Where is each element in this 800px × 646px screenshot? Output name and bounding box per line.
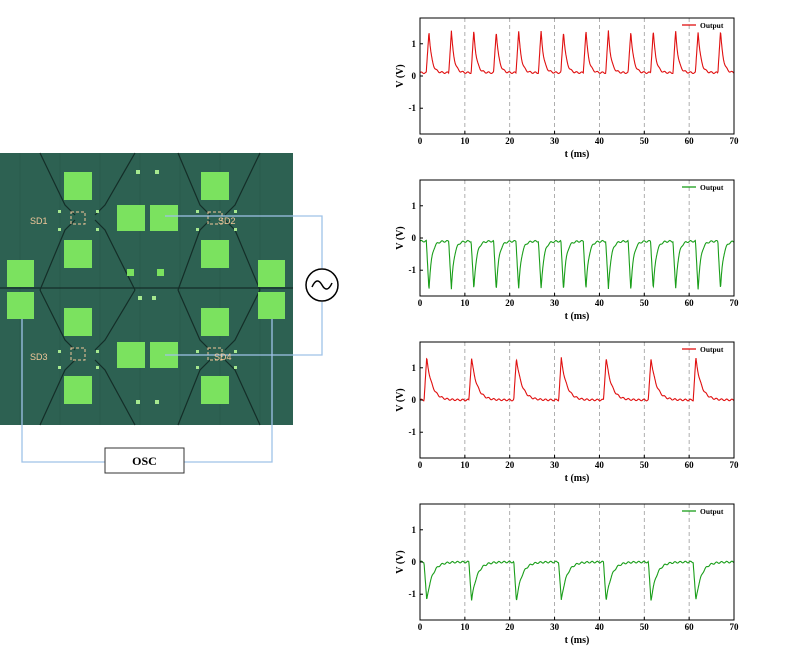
x-tick-label: 0 — [418, 622, 423, 632]
y-tick-label: 1 — [412, 39, 417, 49]
traces — [0, 152, 293, 426]
y-tick-label: 1 — [412, 201, 417, 211]
x-tick-label: 60 — [685, 298, 695, 308]
y-axis-label: V (V) — [395, 388, 406, 411]
legend-label: Output — [700, 507, 724, 516]
x-tick-label: 40 — [595, 298, 605, 308]
plot-frame — [419, 179, 735, 297]
x-tick-label: 60 — [685, 460, 695, 470]
legend-label: Output — [700, 183, 724, 192]
signal-line — [419, 239, 735, 290]
x-tick-label: 40 — [595, 136, 605, 146]
plot-frame — [419, 17, 735, 135]
x-axis-label: t (ms) — [565, 311, 590, 322]
y-tick-label: -1 — [409, 427, 417, 437]
y-axis-label: V (V) — [395, 550, 406, 573]
y-tick-label: 0 — [412, 233, 417, 243]
label-sd4: SD4 — [214, 352, 232, 362]
y-tick-label: 0 — [412, 71, 417, 81]
substrate — [0, 153, 293, 425]
oscilloscope-label: OSC — [132, 454, 157, 468]
x-tick-label: 50 — [640, 622, 650, 632]
device-outlines — [70, 211, 223, 361]
x-tick-label: 40 — [595, 460, 605, 470]
device-schematic: SD1 SD2 SD3 SD4 OSC — [0, 152, 339, 474]
x-tick-label: 0 — [418, 136, 423, 146]
y-tick-label: -1 — [409, 589, 417, 599]
signal-line — [419, 357, 735, 402]
x-tick-label: 0 — [418, 298, 423, 308]
signal-line — [419, 30, 735, 75]
x-tick-label: 30 — [550, 136, 560, 146]
legend-label: Output — [700, 345, 724, 354]
label-sd2: SD2 — [218, 216, 236, 226]
y-tick-label: 1 — [412, 363, 417, 373]
x-tick-label: 30 — [550, 622, 560, 632]
x-tick-label: 50 — [640, 460, 650, 470]
x-tick-label: 70 — [730, 136, 740, 146]
x-tick-label: 70 — [730, 298, 740, 308]
x-tick-label: 20 — [505, 298, 515, 308]
x-tick-label: 70 — [730, 622, 740, 632]
label-sd3: SD3 — [30, 352, 48, 362]
x-tick-label: 50 — [640, 298, 650, 308]
y-tick-label: 0 — [412, 395, 417, 405]
label-sd1: SD1 — [30, 216, 48, 226]
y-tick-label: 0 — [412, 557, 417, 567]
signal-line — [419, 560, 735, 601]
x-tick-label: 10 — [460, 298, 470, 308]
x-tick-label: 60 — [685, 622, 695, 632]
sine-wave-icon — [311, 280, 333, 290]
x-tick-label: 20 — [505, 622, 515, 632]
oscilloscope-box — [104, 447, 185, 474]
y-tick-label: 1 — [412, 525, 417, 535]
x-tick-label: 10 — [460, 460, 470, 470]
y-axis-label: V (V) — [395, 226, 406, 249]
y-tick-label: -1 — [409, 265, 417, 275]
small-contacts — [58, 170, 237, 404]
x-tick-label: 30 — [550, 460, 560, 470]
wiring — [21, 215, 323, 463]
x-axis-label: t (ms) — [565, 473, 590, 484]
x-tick-label: 60 — [685, 136, 695, 146]
y-axis-label: V (V) — [395, 64, 406, 87]
x-tick-label: 10 — [460, 622, 470, 632]
y-tick-label: -1 — [409, 103, 417, 113]
x-axis-label: t (ms) — [565, 635, 590, 646]
x-tick-label: 30 — [550, 298, 560, 308]
x-tick-label: 70 — [730, 460, 740, 470]
legend-label: Output — [700, 21, 724, 30]
x-tick-label: 50 — [640, 136, 650, 146]
electrode-pads — [7, 172, 285, 404]
x-tick-label: 10 — [460, 136, 470, 146]
x-tick-label: 0 — [418, 460, 423, 470]
x-tick-label: 20 — [505, 136, 515, 146]
x-tick-label: 20 — [505, 460, 515, 470]
x-tick-label: 40 — [595, 622, 605, 632]
x-axis-label: t (ms) — [565, 149, 590, 160]
